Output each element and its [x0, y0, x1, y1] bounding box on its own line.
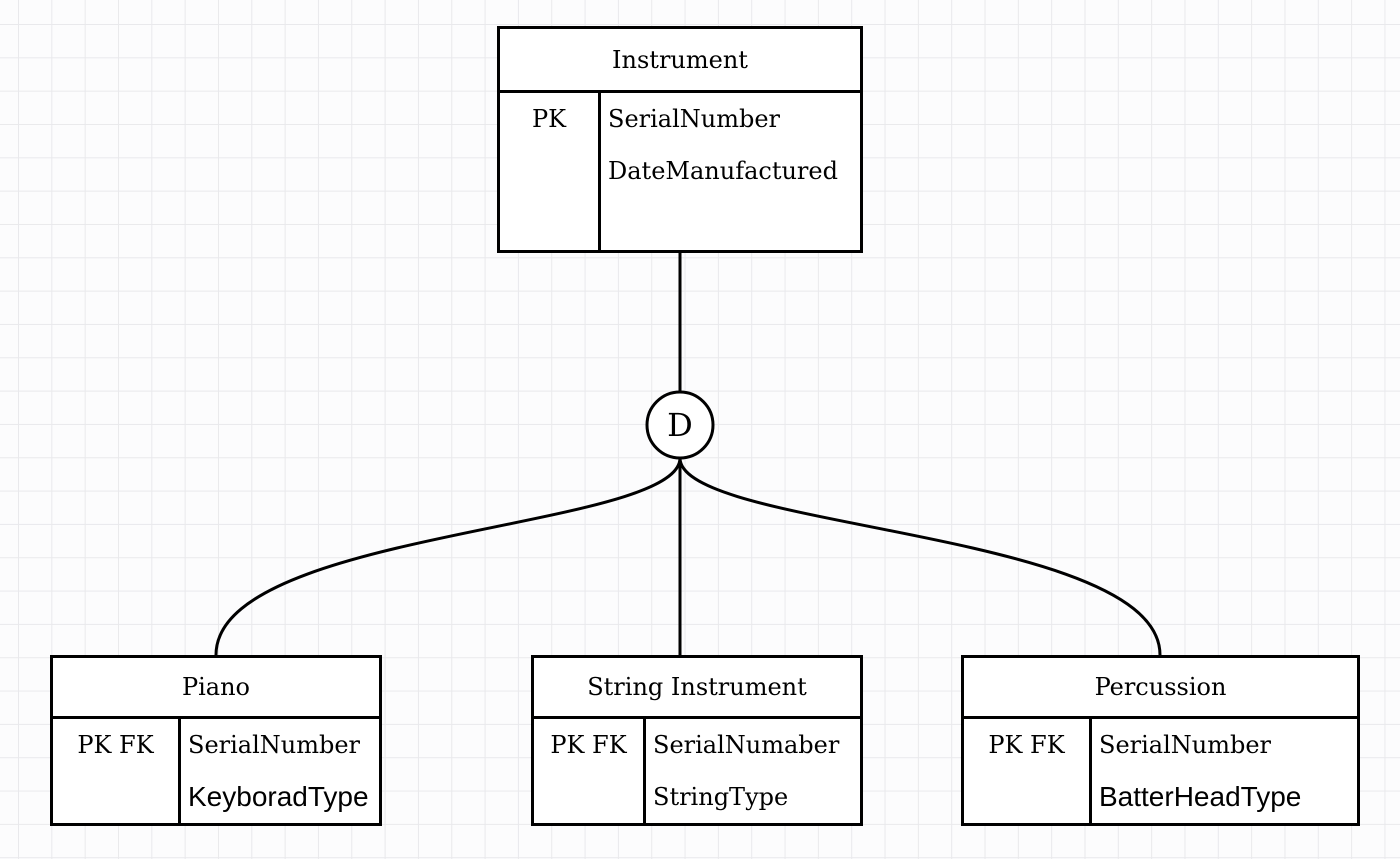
attribute-column: SerialNumber BatterHeadType [1092, 719, 1357, 823]
disjoint-circle[interactable] [645, 390, 715, 460]
attribute: SerialNumber [1099, 731, 1272, 759]
entity-piano[interactable]: Piano PK FK SerialNumber KeyboradType [50, 655, 382, 826]
attribute: SerialNumber [188, 731, 361, 759]
disjoint-label: D [667, 406, 693, 444]
attribute: KeyboradType [188, 781, 369, 812]
attribute: DateManufactured [608, 157, 838, 185]
key-column: PK FK [964, 719, 1092, 823]
attribute: SerialNumaber [653, 731, 840, 759]
entity-title: Percussion [964, 658, 1357, 719]
attribute-column: SerialNumber KeyboradType [181, 719, 379, 823]
key-column: PK FK [534, 719, 646, 823]
entity-instrument[interactable]: Instrument PK SerialNumber DateManufactu… [497, 26, 863, 253]
key-label: PK [531, 105, 567, 133]
key-label: PK FK [550, 731, 627, 759]
entity-title: String Instrument [534, 658, 860, 719]
entity-title: Piano [53, 658, 379, 719]
attribute-column: SerialNumber DateManufactured [601, 93, 860, 250]
attribute: BatterHeadType [1099, 781, 1302, 812]
entity-title: Instrument [500, 29, 860, 93]
key-column: PK FK [53, 719, 181, 823]
key-column: PK [500, 93, 601, 250]
attribute-column: SerialNumaber StringType [646, 719, 860, 823]
entity-string-instrument[interactable]: String Instrument PK FK SerialNumaber St… [531, 655, 863, 826]
edge-d-to-piano [214, 457, 682, 656]
key-label: PK FK [77, 731, 154, 759]
attribute: SerialNumber [608, 105, 781, 133]
entity-percussion[interactable]: Percussion PK FK SerialNumber BatterHead… [961, 655, 1360, 826]
edge-d-to-percussion [678, 457, 1162, 656]
key-label: PK FK [988, 731, 1065, 759]
attribute: StringType [653, 783, 789, 811]
